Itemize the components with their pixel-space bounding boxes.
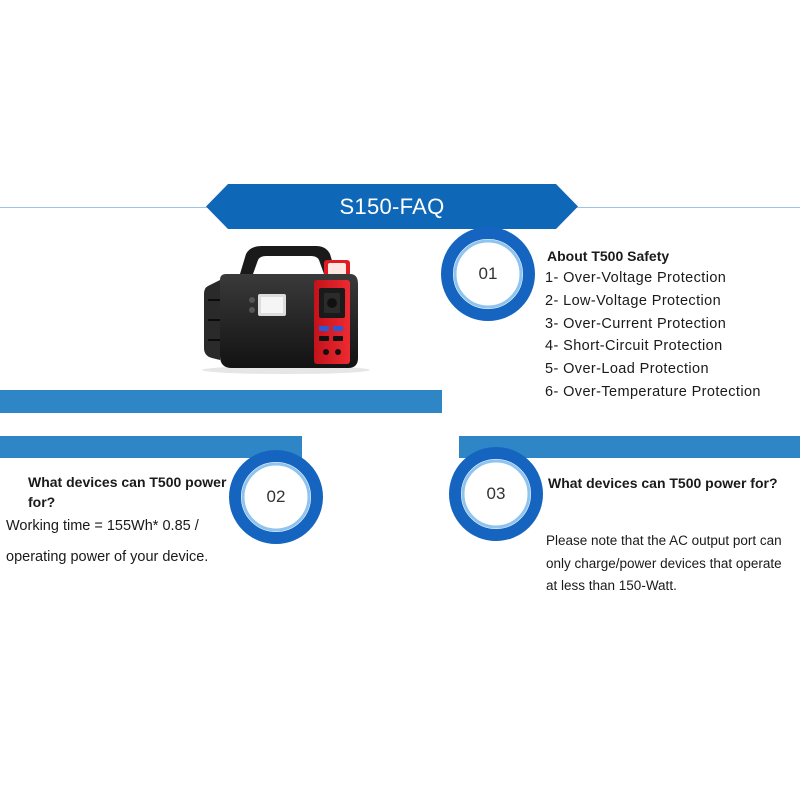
list-item: 1- Over-Voltage Protection: [545, 270, 727, 286]
section-text: operating power of your device.: [6, 549, 209, 565]
product-image: [198, 240, 370, 376]
list-item: 5- Over-Load Protection: [545, 361, 709, 378]
ring-icon: [229, 450, 323, 544]
list-item: 3- Over-Current Protection: [545, 315, 727, 332]
page-title: S150-FAQ: [339, 193, 445, 219]
title-banner: S150-FAQ: [206, 184, 578, 229]
badge-number: 01: [478, 264, 498, 283]
banner-shape: [206, 184, 578, 229]
list-item: 6- Over-Temperature Protection: [545, 383, 761, 400]
divider-bar: [0, 390, 442, 413]
divider-bar: [459, 436, 800, 458]
section-text: Please note that the AC output port can …: [546, 533, 782, 593]
portable-power-station-icon: [202, 246, 370, 374]
section-text: Working time = 155Wh* 0.85 /: [6, 518, 199, 534]
ring-badge-01: 01: [440, 226, 536, 322]
section-heading: About T500 Safety: [547, 248, 670, 264]
ring-badge-02: 02: [228, 449, 324, 545]
badge-number: 02: [266, 487, 286, 506]
ring-icon: [449, 447, 543, 541]
safety-list: 1- Over-Voltage Protection 2- Low-Voltag…: [545, 270, 761, 407]
list-item: 4- Short-Circuit Protection: [545, 338, 723, 355]
section-heading: What devices can T500 power for?: [548, 475, 778, 491]
divider-bar: [0, 436, 302, 458]
list-item: 2- Low-Voltage Protection: [545, 292, 722, 309]
ring-badge-03: 03: [448, 446, 544, 542]
badge-number: 03: [486, 484, 506, 503]
ring-icon: [441, 227, 535, 321]
section-heading: What devices can T500 power for?: [28, 474, 227, 510]
